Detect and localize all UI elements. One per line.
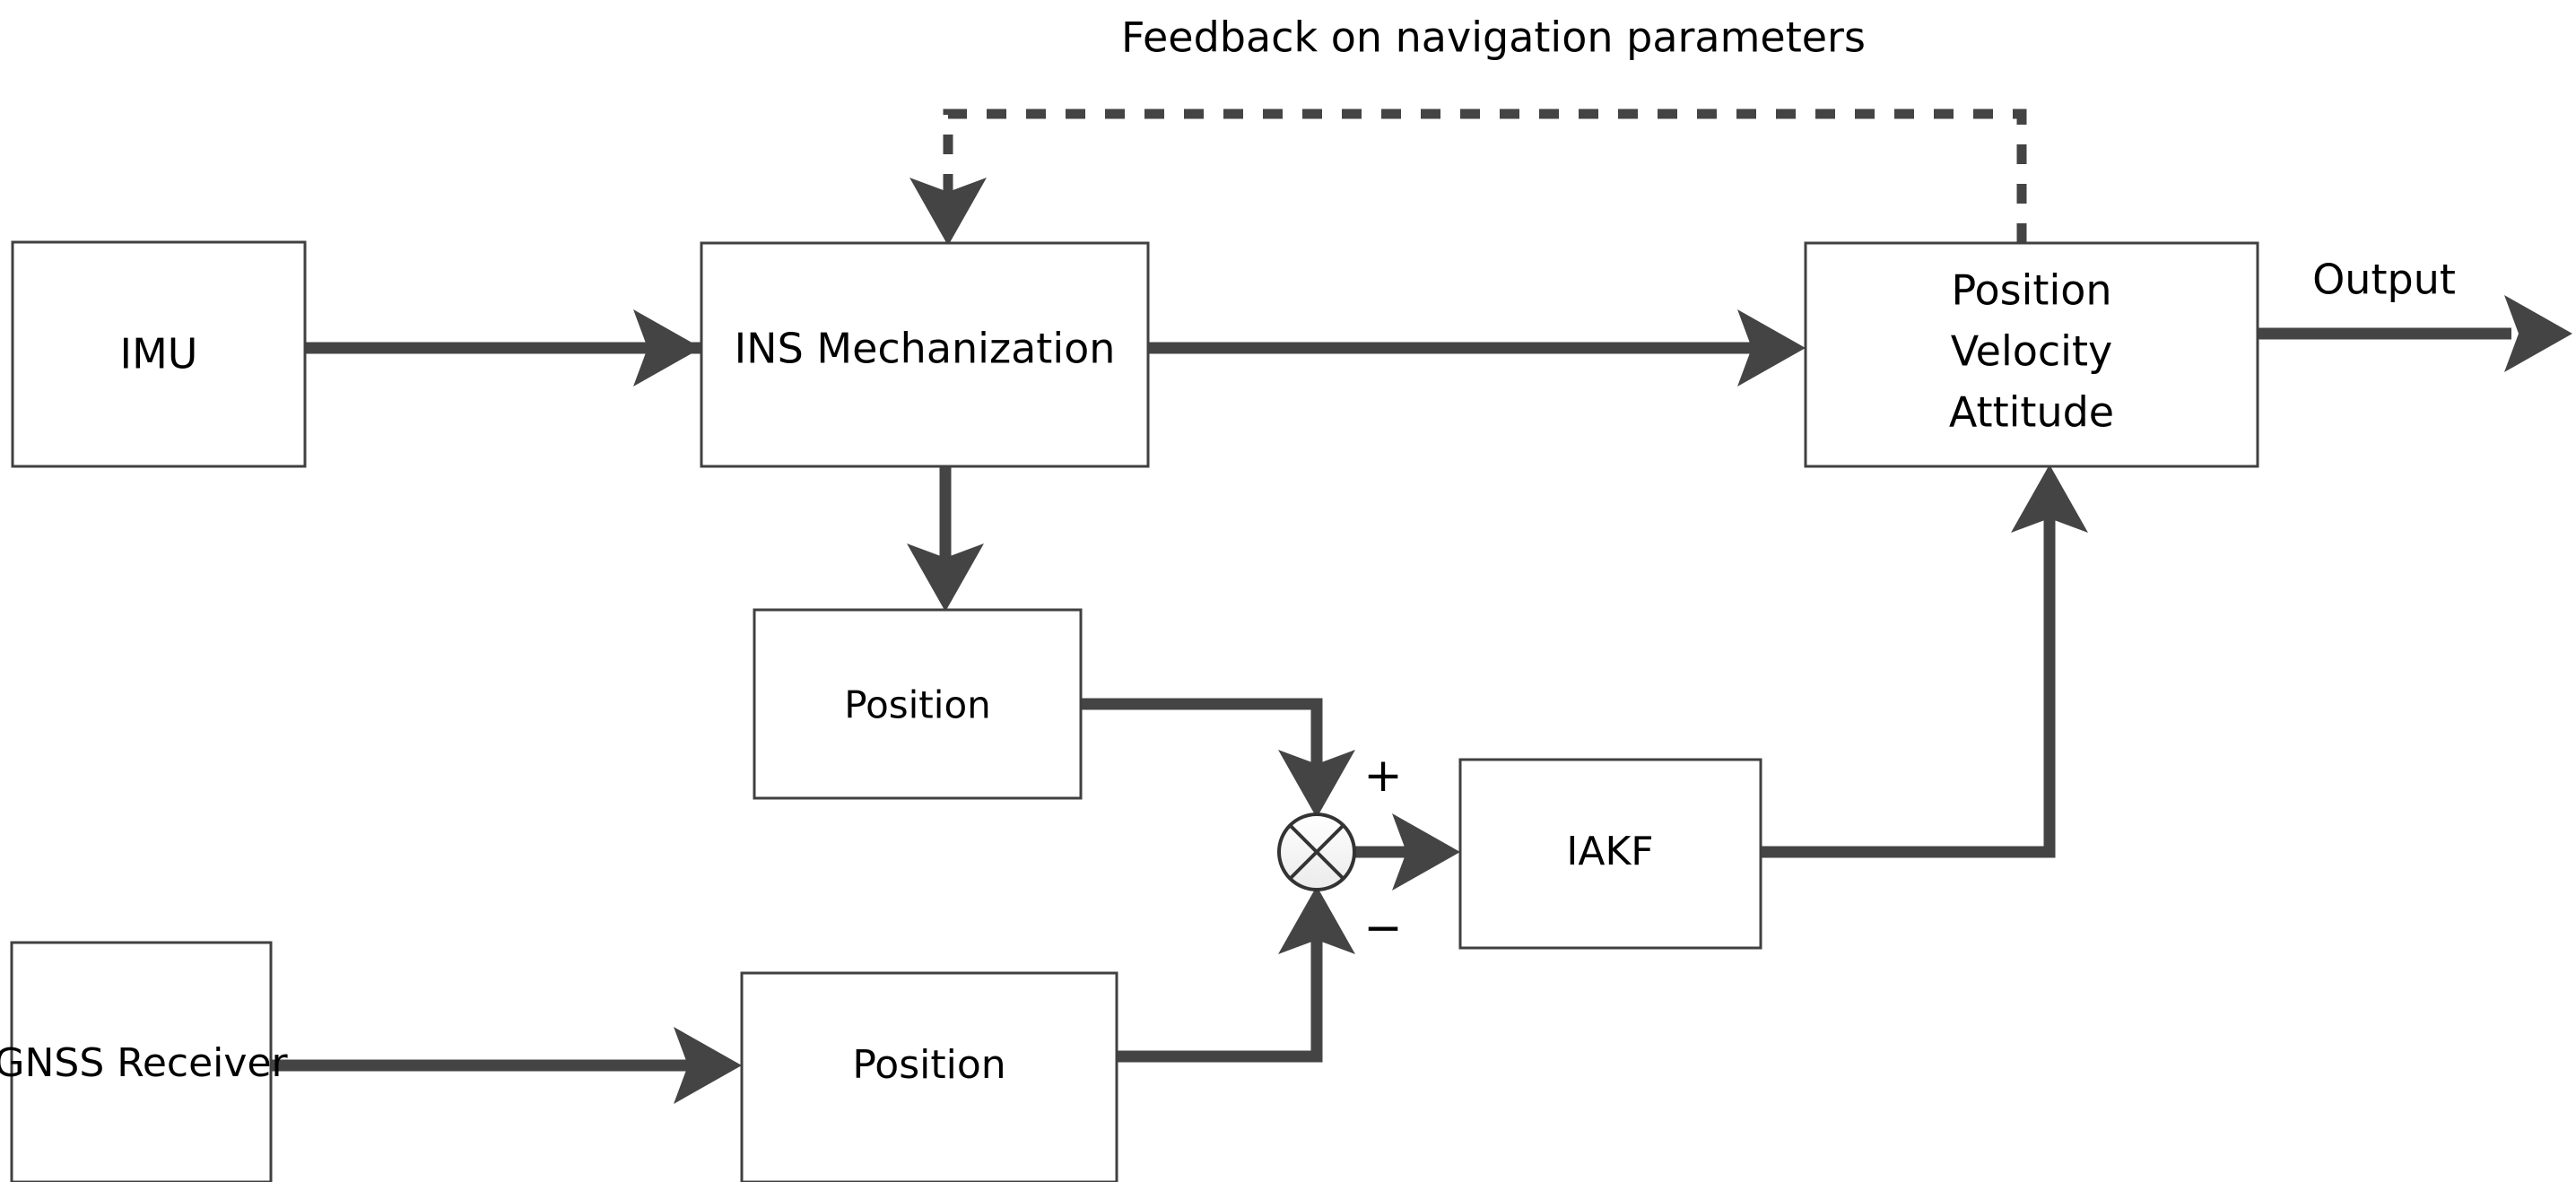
arrowhead-gnss-to-position: [674, 1027, 742, 1104]
edge-pva-to-output: [2258, 295, 2572, 372]
sum-minus-sign: −: [1363, 901, 1403, 955]
block-ins-mechanization[interactable]: INS Mechanization: [700, 241, 1150, 468]
edge-iakf-to-pva: [1761, 465, 2088, 858]
block-imu-label: IMU: [120, 330, 198, 378]
arrowhead-iakf-to-pva: [2011, 465, 2088, 533]
block-position-gnss-rect[interactable]: [740, 971, 1118, 1182]
edge-gnss-to-position: [271, 1027, 742, 1104]
block-gnss-receiver[interactable]: GNSS Receiver: [0, 941, 289, 1182]
summing-junction-icon[interactable]: [1277, 813, 1356, 891]
arrowhead-ins-to-pva: [1737, 309, 1806, 387]
edge-ins-to-position: [907, 466, 984, 612]
edge-sum-to-iakf: [1354, 813, 1460, 891]
feedback-title-label: Feedback on navigation parameters: [1121, 13, 1866, 62]
block-position-gnss-label: Position: [852, 1042, 1005, 1088]
block-ins-mechanization-label: INS Mechanization: [735, 325, 1116, 373]
output-label: Output: [2312, 256, 2456, 304]
block-gnss-receiver-rect[interactable]: [10, 941, 273, 1182]
edge-feedback-dotted: [909, 109, 2027, 246]
block-iakf-rect[interactable]: [1458, 758, 1762, 950]
block-position-ins-rect[interactable]: [753, 608, 1083, 800]
block-position-gnss[interactable]: Position: [740, 971, 1118, 1182]
pva-line-velocity: Velocity: [1951, 327, 2112, 376]
block-imu-rect[interactable]: [11, 240, 307, 468]
arrowhead-ins-to-position: [907, 543, 984, 612]
arrowhead-position2-to-sum: [1278, 886, 1355, 954]
pva-line-position: Position: [1951, 266, 2111, 315]
block-position-ins[interactable]: Position: [753, 608, 1083, 800]
block-position-velocity-attitude[interactable]: Position Velocity Attitude: [1804, 241, 2259, 468]
pva-line-attitude: Attitude: [1949, 388, 2114, 437]
block-position-velocity-attitude-rect[interactable]: [1804, 241, 2259, 468]
block-ins-mechanization-rect[interactable]: [700, 241, 1150, 468]
block-iakf[interactable]: IAKF: [1458, 758, 1762, 950]
arrowhead-imu-to-ins: [633, 309, 701, 387]
arrowhead-sum-to-iakf: [1392, 813, 1460, 891]
arrowhead-feedback-to-ins: [909, 178, 987, 246]
edge-ins-to-pva: [1148, 309, 1806, 387]
block-gnss-receiver-label: GNSS Receiver: [0, 1040, 289, 1086]
block-iakf-label: IAKF: [1566, 829, 1653, 874]
block-position-ins-label: Position: [844, 683, 991, 727]
arrowhead-pva-to-output: [2504, 295, 2572, 372]
edge-position-to-sum: [1081, 698, 1355, 818]
block-imu[interactable]: IMU: [11, 240, 307, 468]
sum-plus-sign: +: [1363, 749, 1403, 803]
arrowhead-position-to-sum: [1278, 750, 1355, 818]
summing-junction-cross-icon: [1288, 823, 1345, 881]
edge-position2-to-sum: [1117, 886, 1355, 1063]
